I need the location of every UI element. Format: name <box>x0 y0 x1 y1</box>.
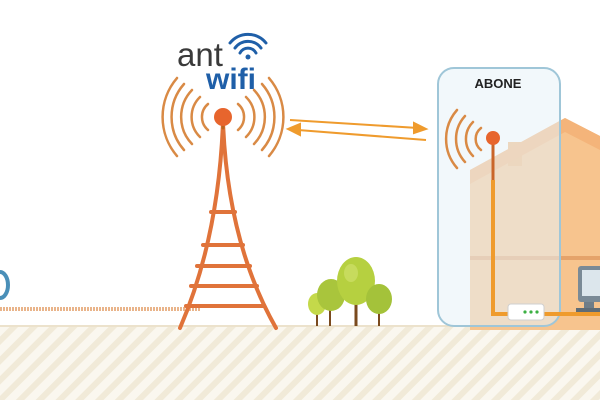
tower-antenna-tip <box>214 108 232 126</box>
computer-icon <box>576 266 600 312</box>
tower-signal-waves <box>161 76 285 158</box>
trees <box>308 257 392 326</box>
wireless-link-arrows <box>285 119 429 141</box>
left-device-icon <box>0 270 10 300</box>
subscriber-signal-waves <box>444 108 483 170</box>
subscriber-panel <box>437 67 561 327</box>
logo-text-wifi: wifi <box>205 63 256 96</box>
subscriber-antenna <box>486 131 500 180</box>
ant-wifi-logo: ant wifi <box>177 32 268 96</box>
indoor-cable <box>491 180 600 316</box>
ground <box>0 326 600 400</box>
subscriber-label: ABONE <box>475 76 522 91</box>
transmission-tower <box>178 108 278 330</box>
logo-text-ant: ant <box>177 36 223 73</box>
logo-wifi-icon <box>228 32 268 60</box>
modem-device <box>507 303 545 321</box>
